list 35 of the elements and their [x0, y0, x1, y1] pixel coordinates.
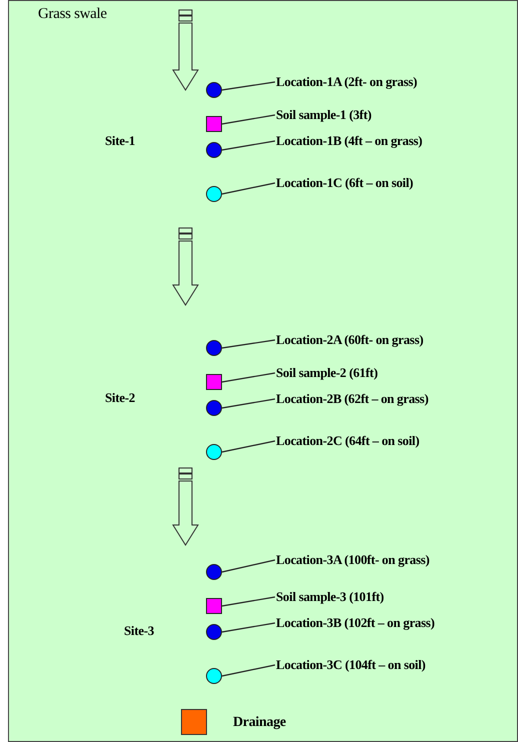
- leader-line: [222, 182, 276, 195]
- block-arrow: [172, 228, 199, 306]
- location-label: Soil sample-3 (101ft): [276, 589, 384, 605]
- square-marker: [206, 374, 222, 390]
- block-arrow: [172, 468, 199, 546]
- location-label: Location-2B (62ft – on grass): [276, 391, 428, 407]
- square-marker: [206, 598, 222, 614]
- leader-line: [222, 398, 276, 409]
- site-label: Site-3: [124, 623, 154, 639]
- location-label: Location-3B (102ft – on grass): [276, 615, 435, 631]
- leader-line: [222, 664, 276, 677]
- location-label: Location-2C (64ft – on soil): [276, 433, 420, 449]
- location-label: Location-1C (6ft – on soil): [276, 175, 414, 191]
- leader-line: [222, 622, 276, 633]
- location-label: Location-3C (104ft – on soil): [276, 657, 426, 673]
- location-label: Soil sample-2 (61ft): [276, 365, 378, 381]
- site-label: Site-1: [105, 133, 135, 149]
- leader-line: [222, 596, 276, 607]
- leader-line: [222, 440, 276, 453]
- legend-label: Drainage: [233, 715, 286, 731]
- location-label: Location-2A (60ft- on grass): [276, 332, 424, 348]
- leader-line: [222, 81, 276, 91]
- location-label: Location-1B (4ft – on grass): [276, 133, 422, 149]
- square-marker: [206, 116, 222, 132]
- diagram-title: Grass swale: [38, 6, 107, 22]
- location-label: Location-3A (100ft- on grass): [276, 552, 430, 568]
- leader-line: [222, 559, 276, 573]
- leader-line: [222, 140, 276, 151]
- location-label: Location-1A (2ft- on grass): [276, 74, 418, 90]
- block-arrow: [172, 10, 199, 91]
- site-label: Site-2: [105, 390, 135, 406]
- location-label: Soil sample-1 (3ft): [276, 107, 372, 123]
- leader-line: [222, 372, 276, 383]
- leader-line: [222, 114, 276, 125]
- leader-line: [222, 339, 276, 349]
